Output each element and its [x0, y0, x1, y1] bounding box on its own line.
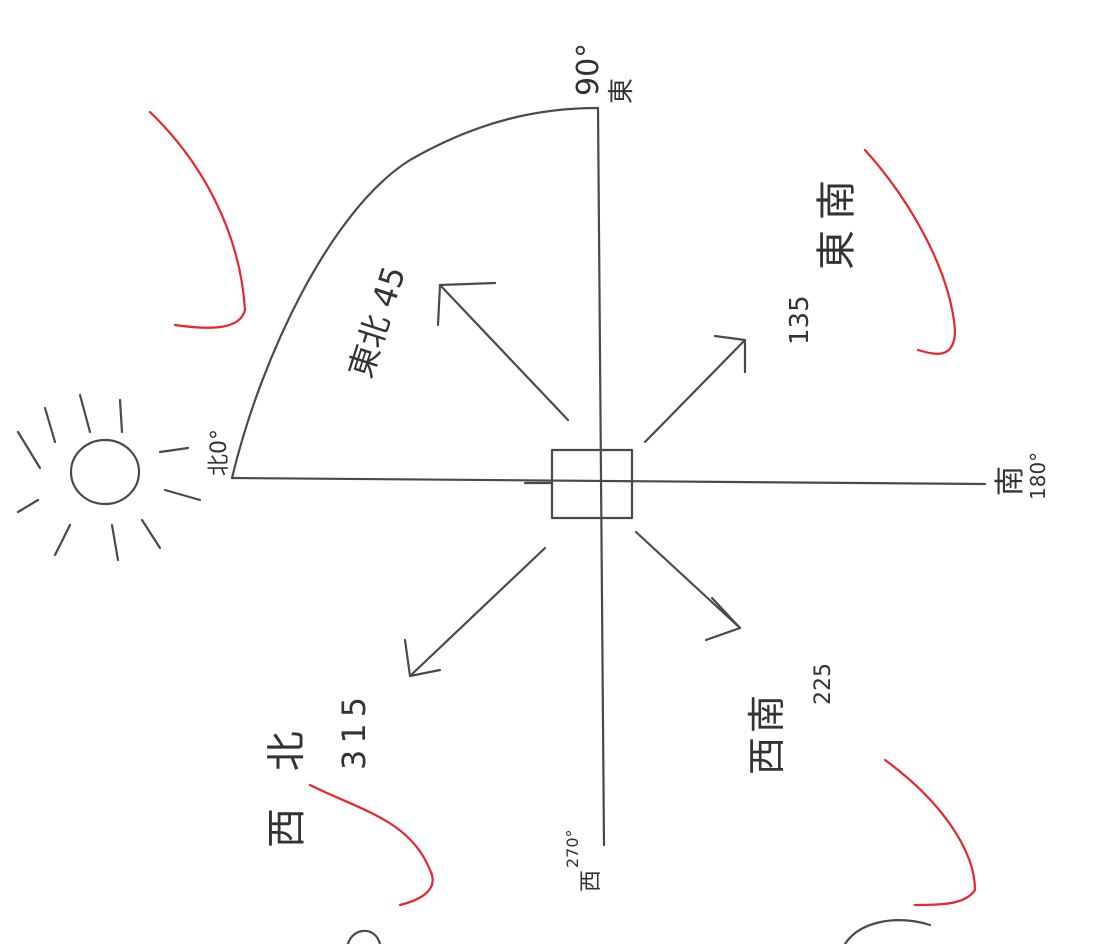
sun-icon: [16, 393, 202, 562]
northwest-arrow: [403, 546, 547, 678]
north-south-axis: [230, 476, 987, 486]
red-mark-top-left: [148, 110, 247, 329]
southwest-degrees-label: 225: [811, 663, 836, 705]
red-mark-top-right: [863, 148, 957, 355]
northeast-label: 東北 45: [341, 261, 413, 382]
southeast-degrees-label: 135: [785, 295, 815, 345]
bottom-partial-mark-left: [346, 929, 382, 944]
bottom-partial-arc: [843, 919, 932, 944]
red-mark-bottom-right: [883, 758, 977, 907]
west-degrees-label: 270°: [563, 829, 582, 868]
southeast-label: 東南: [814, 170, 860, 270]
south-degrees-label: 180°: [1026, 452, 1050, 500]
east-degrees-label: 90°: [571, 43, 606, 96]
northwest-label: 西 北: [264, 719, 310, 848]
northeast-arrow: [436, 281, 570, 422]
southwest-label: 西南: [745, 691, 789, 775]
south-label: 南: [993, 466, 1028, 496]
west-label: 西: [579, 870, 604, 892]
northwest-degrees-label: 315: [335, 691, 373, 770]
red-mark-bottom-left: [308, 783, 434, 907]
north-east-arc: [230, 106, 600, 480]
north-label: 北0°: [207, 429, 232, 476]
southeast-arrow: [643, 334, 747, 444]
center-box: [550, 448, 634, 520]
east-label: 東: [607, 78, 637, 104]
southwest-arrow: [634, 530, 742, 642]
east-west-axis: [596, 106, 606, 847]
